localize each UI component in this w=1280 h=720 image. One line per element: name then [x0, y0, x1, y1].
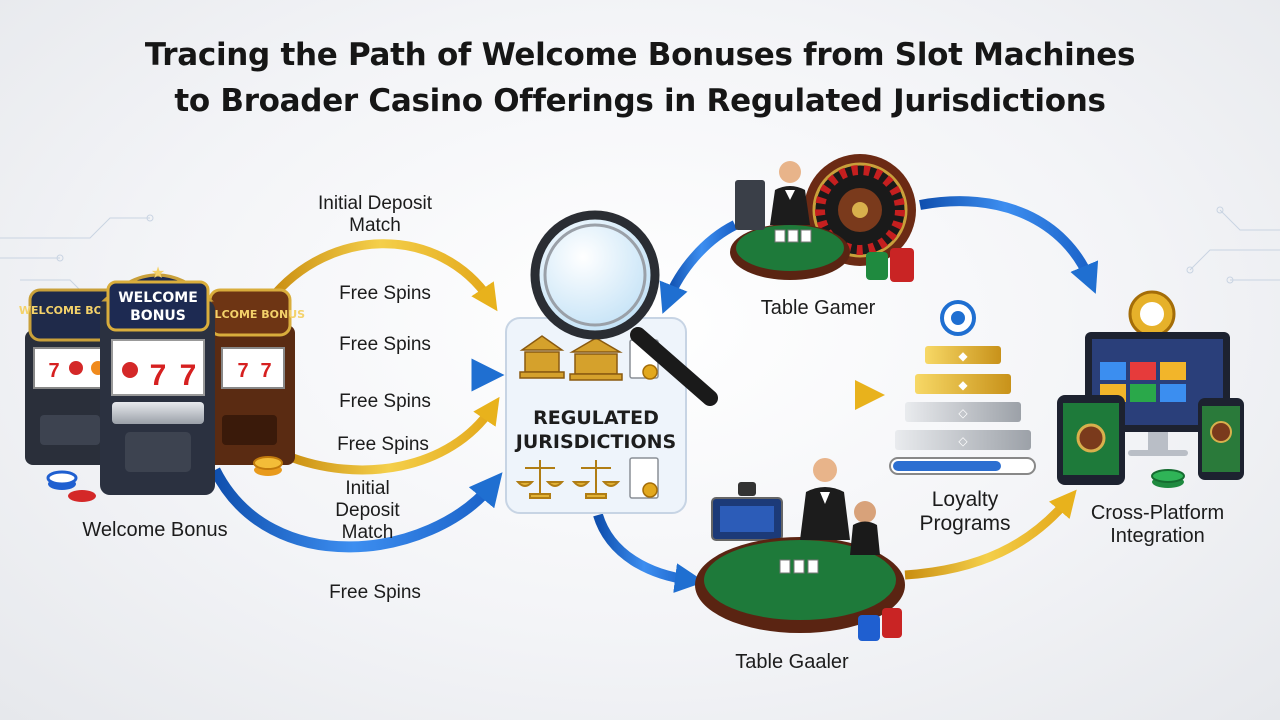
tablet-icon: [1057, 395, 1125, 485]
node-table-gamer: Table Gamer: [760, 297, 876, 319]
diamond-icon: ◆: [958, 349, 968, 363]
center-title-line-2: JURISDICTIONS: [515, 431, 677, 453]
flow-arrow-dealer-to-cross-platform: [904, 489, 1077, 580]
table-gamer-scene: [730, 161, 850, 280]
slots-caption: Welcome Bonus: [82, 519, 228, 541]
diamond-icon: ◇: [958, 434, 968, 448]
diamond-icon: ◇: [958, 406, 968, 420]
label-free-spins-4: Free Spins: [337, 434, 429, 455]
flow-arrow-initial-deposit-bottom: [210, 467, 503, 553]
slot-center-reel-3: 7: [180, 359, 197, 392]
slot-machine-right: WELCOME BONUS 7 7: [195, 288, 305, 465]
desktop-monitor-icon: [1085, 332, 1230, 456]
slot-machine-center: WELCOME BONUS ★ 7 7: [100, 265, 215, 495]
license-document-icon: [629, 457, 659, 499]
slot-right-reel-2: 7: [260, 360, 271, 382]
loyalty-programs-icon: ◆ ◆ ◇ ◇: [889, 300, 1036, 475]
casino-chips-table-dealer: [858, 608, 902, 641]
label-free-spins-1: Free Spins: [339, 283, 431, 304]
label-initial-deposit-top: Initial Deposit Match: [317, 193, 433, 236]
smartphone-icon: [1198, 398, 1244, 480]
flow-arrow-initial-deposit-top: [266, 239, 498, 312]
slot-center-sign-line-1: WELCOME: [118, 290, 198, 306]
flow-arrow-free-spins-gold: [283, 396, 500, 475]
cherry-icon: [69, 361, 83, 375]
slot-left-reel-1: 7: [48, 360, 59, 382]
circuit-decoration-right: [1186, 206, 1280, 284]
page-title: Tracing the Path of Welcome Bonuses from…: [0, 32, 1280, 124]
node-cross-platform: Cross-Platform Integration: [1090, 502, 1225, 547]
node-loyalty-programs: Loyalty Programs: [919, 488, 1011, 535]
scales-of-justice-icon-2: [571, 460, 621, 499]
bank-building-icon: [569, 337, 623, 381]
center-title-line-1: REGULATED: [533, 407, 659, 429]
table-dealer-scene: [695, 458, 905, 633]
slot-right-sign: WELCOME BONUS: [195, 308, 305, 321]
slot-right-reel-1: 7: [237, 360, 248, 382]
node-table-dealer: Table Gaaler: [735, 651, 849, 673]
cherry-icon: [122, 362, 138, 378]
player-person-icon: [850, 501, 880, 555]
flow-arrow-roulette-to-cross-platform: [919, 196, 1099, 294]
dealer-person-icon: [800, 458, 850, 540]
courthouse-icon: [519, 335, 565, 379]
label-free-spins-2: Free Spins: [339, 334, 431, 355]
slot-center-reel-2: 7: [150, 359, 167, 392]
flow-arrow-to-table-gamer: [659, 220, 738, 314]
magnifying-glass-icon: [530, 210, 718, 406]
label-free-spins-3: Free Spins: [339, 391, 431, 412]
label-free-spins-bottom: Free Spins: [329, 582, 421, 603]
loyalty-progress-fill: [893, 461, 1001, 471]
diamond-icon: ◆: [958, 378, 968, 392]
scales-of-justice-icon: [515, 460, 565, 499]
cross-platform-devices: [1057, 290, 1244, 488]
title-line-2: to Broader Casino Offerings in Regulated…: [174, 83, 1106, 119]
dealer-person-icon: [770, 161, 810, 225]
slot-center-sign-line-2: BONUS: [130, 308, 186, 324]
flow-arrow-to-table-dealer: [593, 513, 705, 594]
star-icon: ★: [151, 265, 165, 282]
label-initial-deposit-bottom: Initial Deposit Match: [335, 478, 400, 543]
title-line-1: Tracing the Path of Welcome Bonuses from…: [144, 37, 1136, 73]
casino-chips-table-gamer: [866, 248, 914, 282]
casino-chips-slots: [46, 456, 283, 502]
